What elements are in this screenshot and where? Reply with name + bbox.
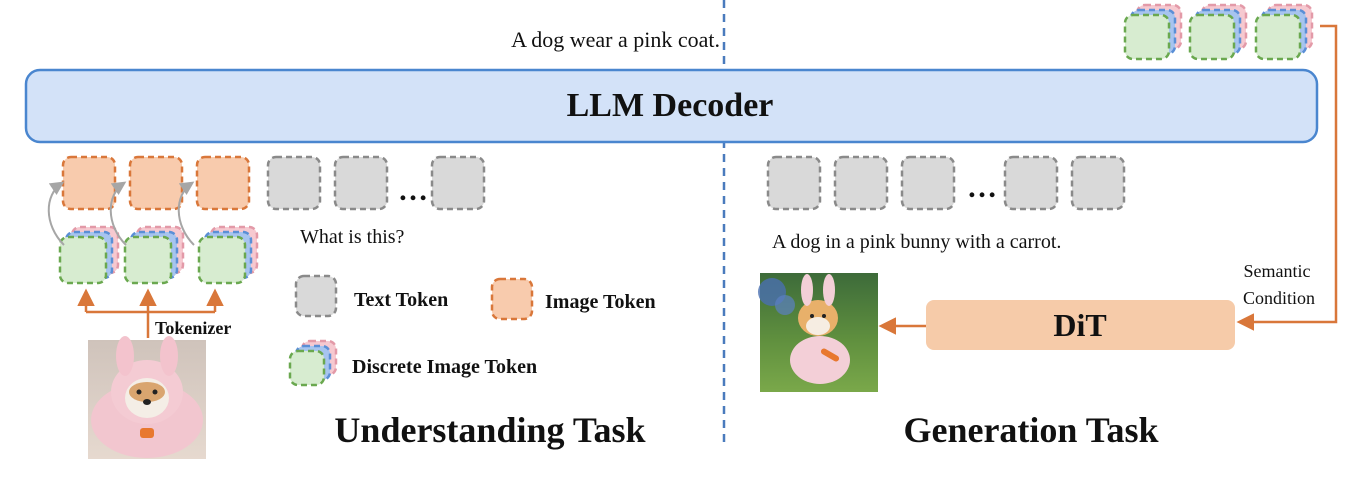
legend-discrete-image-token-label: Discrete Image Token [352,356,537,378]
text-token [430,155,486,211]
text-token [266,155,322,211]
image-token [128,155,184,211]
tokenize-flow-arrow [109,181,127,246]
semantic-condition-arrow [1236,24,1338,331]
discrete-layer-green [123,235,173,285]
legend-image-token-swatch [490,277,534,321]
tokenize-flow-arrow [177,181,195,246]
generated-discrete-token [1188,3,1248,61]
discrete-to-image-arrows [47,181,195,246]
understanding-task-title: Understanding Task [334,410,645,450]
discrete-layer-green [288,349,326,387]
discrete-image-token [123,225,185,285]
text-token [333,155,389,211]
tokenizer-arrows [77,288,224,338]
generated-discrete-tokens [1123,3,1314,61]
discrete-image-token [197,225,259,285]
understanding-ellipsis: … [398,174,428,207]
legend-discrete-swatch [288,339,338,387]
output-caption: A dog wear a pink coat. [511,27,720,52]
legend-discrete-token-swatch [288,339,338,387]
text-token [1070,155,1126,211]
generation-ellipsis: … [967,171,997,204]
legend-image-token-label: Image Token [545,291,656,313]
input-image [88,336,206,459]
generated-discrete-token [1254,3,1314,61]
generated-image [758,273,878,392]
text-token [833,155,889,211]
understanding-discrete-tokens [58,225,259,285]
understanding-text-token-row [266,155,486,211]
generation-prompt: A dog in a pink bunny with a carrot. [772,231,1061,253]
llm-decoder-block [24,68,1319,144]
discrete-layer-green [1254,13,1302,61]
generation-text-token-row [766,155,1126,211]
image-token [61,155,117,211]
image-token [195,155,251,211]
text-token [766,155,822,211]
legend: Text Token Image Token Discrete Image To… [288,274,656,387]
discrete-layer-green [197,235,247,285]
discrete-image-token [58,225,120,285]
semantic-condition-label-line2: Condition [1243,288,1315,308]
tokenize-flow-arrow [47,181,65,246]
semantic-condition-label-line1: Semantic [1244,261,1311,281]
discrete-layer-green [1188,13,1236,61]
dit-label: DiT [1053,307,1106,343]
image-token-row [61,155,251,211]
dit-block [926,300,1235,350]
generated-discrete-token [1123,3,1183,61]
tokenizer-label: Tokenizer [155,318,231,338]
legend-text-token-label: Text Token [354,289,448,311]
discrete-layer-green [1123,13,1171,61]
llm-decoder-label: LLM Decoder [567,87,774,124]
text-token [1003,155,1059,211]
discrete-layer-green [58,235,108,285]
generation-task-title: Generation Task [903,410,1158,450]
text-token [900,155,956,211]
legend-text-token-swatch [294,274,338,318]
understanding-question: What is this? [300,226,405,248]
